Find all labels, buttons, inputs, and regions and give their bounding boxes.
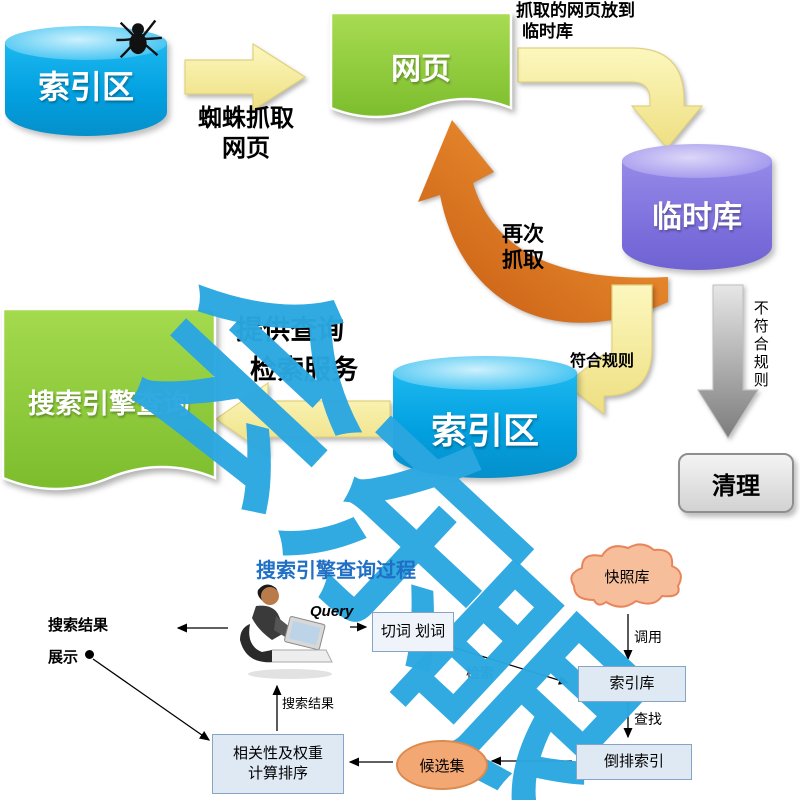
bottom-flow-title: 搜索引擎查询过程 — [256, 560, 416, 582]
rank-label-line1: 相关性及权重 — [232, 744, 323, 762]
lookup-label: 查找 — [634, 711, 662, 727]
index-db-main-label: 索引区 — [430, 410, 539, 451]
tempdb-to-index-arrow — [565, 284, 653, 416]
segmentation-label: 切词 划词 — [380, 622, 446, 640]
index-to-query-arrow — [214, 381, 391, 457]
webpage-label: 网页 — [391, 53, 451, 86]
index-db-main-cylinder: 索引区 — [393, 356, 577, 478]
to-temp-label-line1: 抓取的网页放到 — [516, 1, 635, 20]
webpage-to-tempdb-arrow — [517, 47, 704, 149]
serve-label-line1: 提供查询 — [236, 315, 344, 345]
recrawl-label-line2: 抓取 — [502, 249, 544, 273]
cleanup-label: 清理 — [712, 472, 760, 500]
candidate-set-label: 候选集 — [419, 757, 465, 775]
index-db-top-label: 索引区 — [37, 69, 134, 105]
recrawl-swoosh-arrow — [418, 120, 668, 323]
display-anchor-dot — [85, 650, 94, 659]
snapshot-cloud: 快照库 — [562, 538, 692, 616]
segment-to-index-connector — [451, 646, 570, 685]
candidate-set-ellipse: 候选集 — [396, 740, 488, 790]
index-store-label: 索引库 — [609, 674, 655, 692]
result-label: 搜索结果 — [282, 696, 335, 711]
inverted-index-box: 倒排索引 — [576, 744, 692, 780]
to-temp-label: 抓取的网页放到 临时库 — [516, 0, 635, 43]
serve-label: 提供查询 检索服务 — [236, 314, 358, 388]
crawl-label-line2: 网页 — [222, 135, 270, 162]
display-label-line1: 搜索结果 — [48, 617, 109, 634]
temp-db-cylinder: 临时库 — [622, 144, 772, 270]
spider-icon — [116, 19, 162, 59]
webpage-document-shape — [329, 11, 513, 119]
segmentation-box: 切词 划词 — [372, 612, 454, 652]
temp-db-label: 临时库 — [652, 201, 742, 234]
tempdb-to-cleanup-arrow — [697, 284, 759, 439]
rank-label-line2: 计算排序 — [247, 765, 308, 782]
query-label: Query — [310, 603, 354, 620]
rule-match-label: 符合规则 — [570, 353, 635, 370]
recrawl-label-line1: 再次 — [502, 223, 544, 246]
snapshot-label: 快照库 — [604, 569, 650, 586]
search-query-label: 搜索引擎查询 — [28, 389, 190, 419]
inverted-index-label: 倒排索引 — [603, 752, 664, 770]
display-label-line2: 展示 — [48, 648, 79, 666]
recrawl-label: 再次 抓取 — [502, 222, 544, 275]
crawl-arrow — [184, 42, 307, 112]
serve-label-line2: 检索服务 — [250, 354, 358, 385]
index-store-box: 索引库 — [578, 666, 686, 702]
search-query-document-shape — [1, 307, 217, 491]
crawl-label: 蜘蛛抓取 网页 — [186, 104, 306, 164]
to-temp-label-line2: 临时库 — [522, 22, 573, 42]
crawl-label-line1: 蜘蛛抓取 — [198, 105, 294, 132]
user-at-computer-clipart — [228, 580, 338, 685]
rank-box: 相关性及权重 计算排序 — [212, 734, 344, 794]
display-label: 搜索结果 展示 — [48, 616, 108, 667]
display-to-rank-connector — [92, 658, 211, 741]
rule-not-match-label: 不符合规则 — [751, 300, 769, 390]
cleanup-box: 清理 — [678, 453, 794, 513]
call-label: 调用 — [634, 629, 662, 645]
retrieve-label: 检索 — [466, 665, 494, 681]
